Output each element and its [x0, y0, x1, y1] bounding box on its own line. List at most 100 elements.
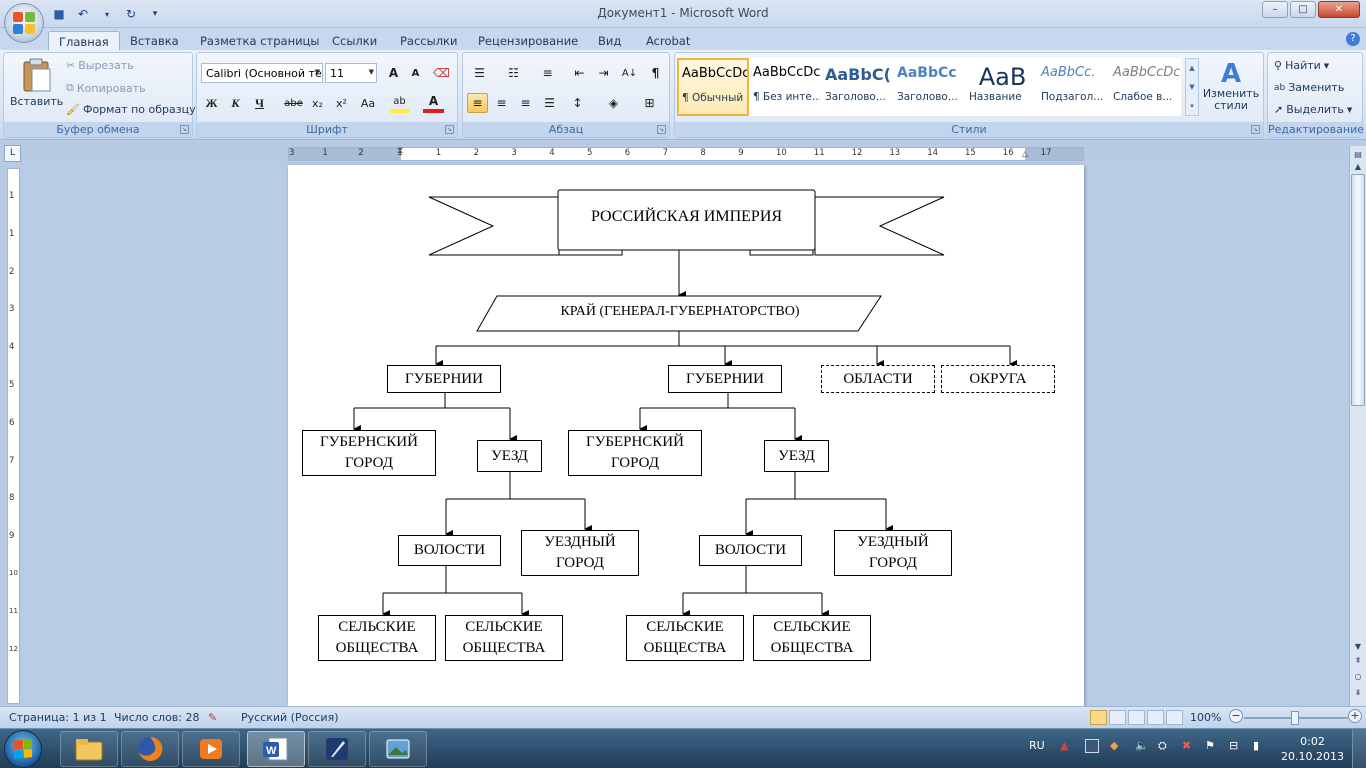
select-button[interactable]: ➚ Выделить ▼ — [1274, 103, 1352, 116]
pen-app-taskbar-button[interactable] — [308, 731, 366, 767]
zoom-in-button[interactable]: + — [1348, 709, 1362, 723]
clipboard-launcher-icon[interactable]: ↘ — [180, 125, 189, 134]
tab-home[interactable]: Главная — [48, 31, 120, 50]
tab-references[interactable]: Ссылки — [332, 34, 378, 48]
zoom-level[interactable]: 100% — [1190, 711, 1222, 724]
language-indicator[interactable]: RU — [1029, 739, 1045, 752]
increase-indent-icon[interactable]: ⇥ — [598, 66, 609, 80]
volume-icon[interactable]: 🔈 — [1135, 739, 1149, 752]
prev-page-icon[interactable]: ⇞ — [1354, 656, 1362, 665]
styles-launcher-icon[interactable]: ↘ — [1251, 125, 1260, 134]
style-subtle-emphasis[interactable]: AaBbCcDc Слабое в... — [1109, 58, 1181, 116]
chevron-up-icon[interactable]: ▲ — [1189, 64, 1195, 73]
bold-button[interactable]: Ж — [205, 95, 218, 110]
zoom-out-button[interactable]: − — [1229, 709, 1243, 723]
word-taskbar-button[interactable]: W — [247, 731, 305, 767]
replace-button[interactable]: ab Заменить — [1274, 81, 1344, 94]
word-count[interactable]: Число слов: 28 — [114, 711, 200, 724]
network-error-icon[interactable]: ✖ — [1182, 739, 1192, 752]
style-subtitle[interactable]: AaBbCc. Подзагол... — [1037, 58, 1109, 116]
justify-icon[interactable]: ☰ — [544, 96, 555, 110]
dropdown-icon[interactable]: ▾ — [104, 9, 109, 19]
styles-gallery-scroll[interactable]: ▲ ▼ ▾ — [1185, 58, 1199, 116]
page-count[interactable]: Страница: 1 из 1 — [9, 711, 107, 724]
undo-icon[interactable]: ↶ — [77, 7, 89, 21]
font-launcher-icon[interactable]: ↘ — [445, 125, 454, 134]
office-button[interactable] — [4, 3, 44, 43]
superscript-button[interactable]: x² — [336, 96, 347, 110]
next-page-icon[interactable]: ⇟ — [1354, 688, 1362, 697]
strikethrough-button[interactable]: abe — [284, 97, 303, 109]
chevron-down-icon[interactable]: ▼ — [1189, 82, 1195, 91]
tab-page-layout[interactable]: Разметка страницы — [200, 34, 320, 48]
tab-mailings[interactable]: Рассылки — [400, 34, 458, 48]
decrease-indent-icon[interactable]: ⇤ — [574, 66, 585, 80]
usb-tray-icon[interactable]: ⛭ — [1158, 739, 1167, 752]
image-viewer-taskbar-button[interactable] — [369, 731, 427, 767]
align-right-icon[interactable]: ≡ — [520, 96, 531, 110]
browse-object-icon[interactable]: ○ — [1354, 672, 1362, 681]
find-button[interactable]: ⚲ Найти ▼ — [1274, 59, 1329, 72]
line-spacing-icon[interactable]: ↕ — [572, 96, 583, 110]
firefox-taskbar-button[interactable] — [121, 731, 179, 767]
web-layout-icon[interactable] — [1128, 710, 1145, 725]
multilevel-list-icon[interactable]: ≡ — [542, 66, 553, 80]
tab-selector[interactable]: L — [4, 145, 21, 162]
style-normal[interactable]: AaBbCcDc ¶ Обычный — [677, 58, 749, 116]
tab-review[interactable]: Рецензирование — [478, 34, 579, 48]
show-desktop-button[interactable] — [1352, 729, 1366, 768]
vertical-scrollbar[interactable]: ▤ ▲ ▼ ⇞ ○ ⇟ — [1349, 146, 1366, 706]
subscript-button[interactable]: x₂ — [312, 96, 323, 110]
full-screen-reading-icon[interactable] — [1109, 710, 1126, 725]
warning-tray-icon[interactable]: ◆ — [1110, 739, 1119, 752]
borders-icon[interactable]: ⊞ — [644, 96, 655, 110]
format-painter-button[interactable]: 🖌 Формат по образцу — [66, 103, 196, 116]
tab-acrobat[interactable]: Acrobat — [646, 34, 691, 48]
print-layout-view-icon[interactable] — [1090, 710, 1107, 725]
show-marks-button[interactable]: ¶ — [651, 66, 660, 80]
scroll-thumb[interactable] — [1351, 174, 1365, 406]
font-color-button[interactable]: A — [423, 93, 444, 113]
scroll-up-icon[interactable]: ▲ — [1354, 162, 1362, 171]
media-player-taskbar-button[interactable] — [182, 731, 240, 767]
change-case-button[interactable]: Aa — [360, 96, 376, 110]
scroll-down-icon[interactable]: ▼ — [1354, 642, 1362, 651]
underline-button[interactable]: Ч — [255, 95, 264, 110]
antivirus-tray-icon[interactable]: ▲ — [1060, 739, 1069, 752]
change-styles-button[interactable]: A Изменить стили — [1203, 60, 1259, 112]
align-left-icon[interactable]: ≡ — [467, 93, 488, 113]
indent-marker-icon[interactable]: ⧗ — [397, 146, 404, 156]
zoom-slider[interactable] — [1244, 711, 1348, 725]
draft-view-icon[interactable] — [1166, 710, 1183, 725]
sort-button[interactable]: A↓ — [621, 67, 638, 79]
minimize-button[interactable]: – — [1262, 1, 1288, 18]
proofing-icon[interactable]: ✎ — [208, 711, 218, 724]
right-indent-marker-icon[interactable]: △ — [1022, 149, 1029, 158]
numbering-icon[interactable]: ☷ — [508, 66, 519, 80]
pen-tray-icon[interactable] — [1085, 739, 1099, 753]
start-button[interactable] — [4, 730, 42, 768]
paragraph-launcher-icon[interactable]: ↘ — [657, 125, 666, 134]
flag-tray-icon[interactable]: ⚑ — [1205, 739, 1215, 752]
copy-button[interactable]: ⧉ Копировать — [66, 81, 146, 95]
font-name-select[interactable]: Calibri (Основной те ▼ — [201, 63, 323, 83]
close-button[interactable]: ✕ — [1318, 1, 1360, 18]
ruler-toggle-icon[interactable]: ▤ — [1354, 150, 1362, 159]
style-title[interactable]: AaB Название — [965, 58, 1037, 116]
power-tray-icon[interactable]: ▮ — [1253, 739, 1260, 752]
cut-button[interactable]: ✂ Вырезать — [66, 59, 134, 72]
style-heading-2[interactable]: AaBbCc Заголово... — [893, 58, 965, 116]
redo-icon[interactable]: ↻ — [125, 7, 137, 21]
help-icon[interactable]: ? — [1346, 32, 1360, 46]
shrink-font-button[interactable]: A — [411, 67, 420, 79]
tab-insert[interactable]: Вставка — [130, 34, 179, 48]
grow-font-button[interactable]: A — [388, 66, 399, 80]
save-icon[interactable]: ■ — [53, 7, 65, 21]
font-size-select[interactable]: 11 ▼ — [325, 63, 377, 83]
paste-button[interactable]: Вставить — [10, 57, 63, 108]
network-icon[interactable]: ⊟ — [1229, 739, 1239, 752]
document-page[interactable]: РОССИЙСКАЯ ИМПЕРИЯ КРАЙ (ГЕНЕРАЛ-ГУБЕРНА… — [288, 165, 1084, 706]
maximize-button[interactable]: □ — [1290, 1, 1316, 18]
